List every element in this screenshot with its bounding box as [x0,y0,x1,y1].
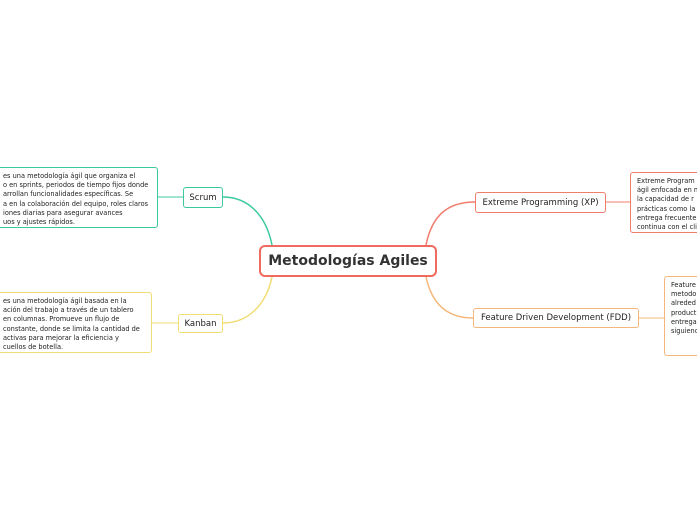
note-xp[interactable]: Extreme Program ágil enfocada en m la ca… [630,172,697,233]
topic-fdd-label: Feature Driven Development (FDD) [480,313,632,323]
note-fdd[interactable]: Feature metodo alreded product entrega s… [664,276,697,356]
link-central-fdd [425,276,474,319]
central-topic-label: Metodologías Agiles [268,253,428,269]
topic-kanban-label: Kanban [184,318,217,329]
topic-xp[interactable]: Extreme Programming (XP) [475,192,606,213]
note-kanban[interactable]: es una metodología ágil basada en la aci… [0,292,152,353]
topic-scrum-label: Scrum [189,192,217,203]
link-central-kanban [222,276,273,324]
link-central-scrum [222,196,273,246]
note-scrum[interactable]: es una metodología ágil que organiza el … [0,167,158,228]
topic-kanban[interactable]: Kanban [178,314,223,333]
topic-scrum[interactable]: Scrum [183,187,223,208]
link-central-xp [425,201,476,246]
topic-fdd[interactable]: Feature Driven Development (FDD) [473,308,639,328]
central-topic[interactable]: Metodologías Agiles [259,245,437,277]
topic-xp-label: Extreme Programming (XP) [482,197,599,208]
